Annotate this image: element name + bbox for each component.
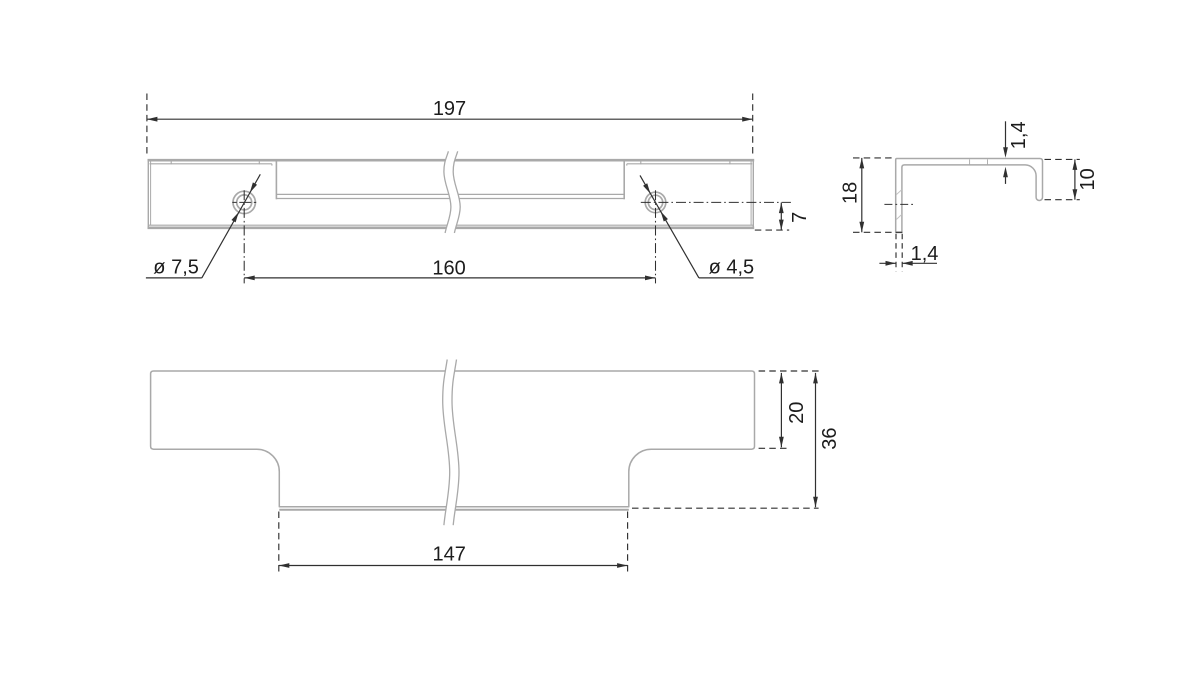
svg-text:18: 18	[840, 182, 862, 204]
svg-text:ø 7,5: ø 7,5	[153, 257, 199, 279]
svg-text:7: 7	[789, 212, 811, 223]
svg-text:147: 147	[433, 543, 466, 565]
svg-text:ø 4,5: ø 4,5	[709, 257, 755, 279]
svg-text:160: 160	[432, 257, 465, 279]
svg-text:36: 36	[819, 427, 841, 449]
svg-text:1,4: 1,4	[1008, 121, 1030, 149]
svg-text:10: 10	[1077, 168, 1099, 190]
svg-text:197: 197	[433, 98, 466, 120]
svg-text:1,4: 1,4	[911, 243, 939, 265]
svg-text:20: 20	[786, 402, 808, 424]
